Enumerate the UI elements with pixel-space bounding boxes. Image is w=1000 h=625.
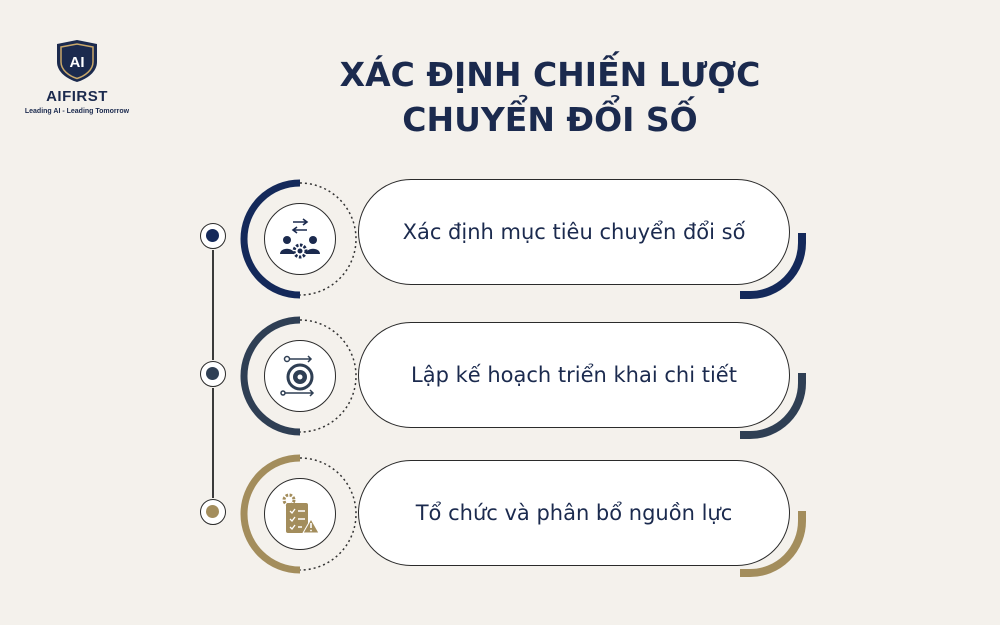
badge-ring — [240, 316, 357, 436]
step-marker — [200, 223, 226, 249]
step-card: Lập kế hoạch triển khai chi tiết — [358, 322, 790, 428]
step-label: Tổ chức và phân bổ nguồn lực — [415, 501, 733, 525]
step-icon-badge — [240, 454, 360, 574]
badge-ring — [240, 179, 357, 299]
brand-tagline: Leading AI - Leading Tomorrow — [24, 108, 130, 115]
page-title: XÁC ĐỊNH CHIẾN LƯỢC CHUYỂN ĐỔI SỐ — [290, 52, 810, 142]
step-card: Xác định mục tiêu chuyển đổi số — [358, 179, 790, 285]
step-marker-dot — [206, 367, 219, 380]
title-line-2: CHUYỂN ĐỔI SỐ — [402, 100, 698, 139]
card-corner-accent — [740, 511, 806, 577]
connector-line — [212, 250, 214, 360]
connector-line — [212, 388, 214, 498]
card-corner-accent — [740, 233, 806, 299]
step-marker-dot — [206, 229, 219, 242]
brand-name: AIFIRST — [46, 88, 108, 105]
icon-circle — [264, 478, 336, 550]
shield-logo-icon: AI — [57, 40, 97, 82]
step-card: Tổ chức và phân bổ nguồn lực — [358, 460, 790, 566]
step-icon-badge — [240, 179, 360, 299]
resource-checklist-icon — [282, 493, 320, 534]
team-exchange-icon — [280, 218, 320, 259]
step-marker — [200, 499, 226, 525]
planning-cycle-icon — [280, 355, 315, 397]
step-label: Xác định mục tiêu chuyển đổi số — [402, 220, 746, 244]
badge-ring — [240, 454, 357, 574]
card-corner-accent — [740, 373, 806, 439]
brand-logo: AI AIFIRST Leading AI - Leading Tomorrow — [22, 38, 132, 115]
logo-mark: AI — [70, 54, 85, 71]
step-marker-dot — [206, 505, 219, 518]
icon-circle — [264, 203, 336, 275]
step-marker — [200, 361, 226, 387]
icon-circle — [264, 340, 336, 412]
title-line-1: XÁC ĐỊNH CHIẾN LƯỢC — [339, 55, 761, 94]
step-icon-badge — [240, 316, 360, 436]
step-label: Lập kế hoạch triển khai chi tiết — [411, 363, 737, 387]
